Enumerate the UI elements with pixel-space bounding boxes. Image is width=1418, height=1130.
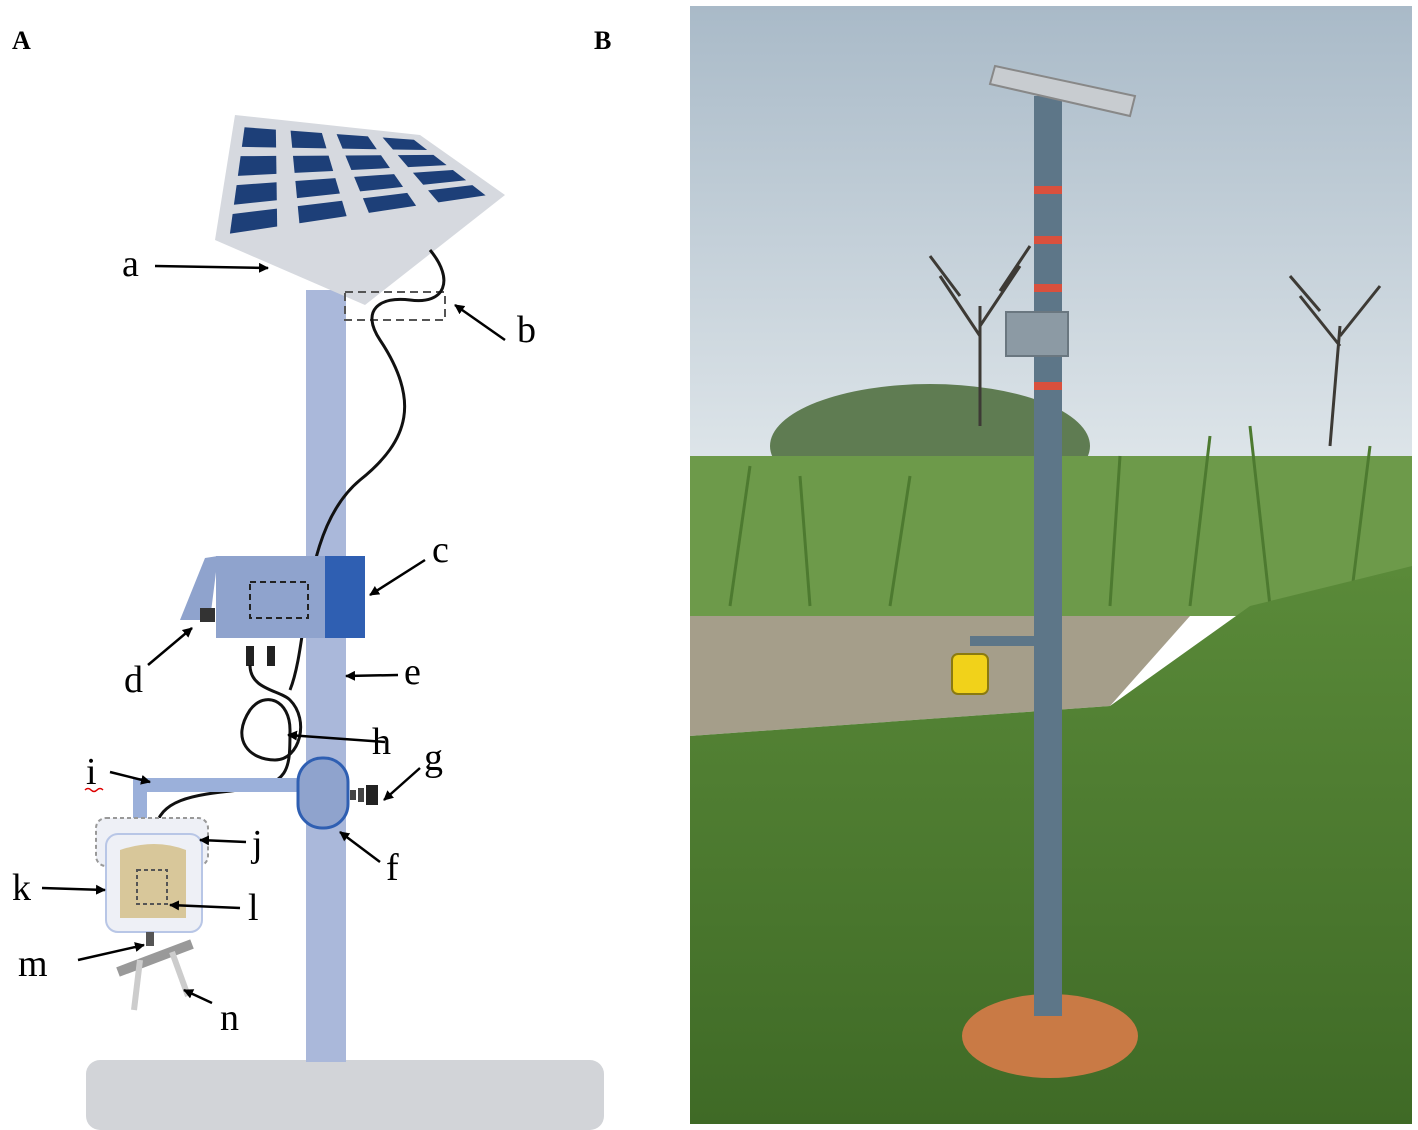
photo-trap-arm: [970, 636, 1036, 646]
solar-cell: [336, 134, 377, 150]
label-g: g: [424, 737, 443, 779]
solar-cell: [362, 192, 417, 213]
solar-cell: [229, 208, 278, 234]
solar-cell: [354, 174, 404, 192]
label-m: m: [18, 943, 48, 985]
solar-cell: [292, 155, 334, 173]
solar-cell: [297, 200, 347, 224]
label-d: d: [124, 659, 143, 701]
camera-lens: [350, 785, 378, 805]
insect-trap: [95, 817, 209, 1011]
solar-cell: [233, 182, 277, 205]
solar-panel: [215, 115, 505, 305]
panel-letter-a: A: [12, 26, 31, 55]
photo-control-box: [1005, 311, 1069, 357]
label-b: b: [517, 309, 536, 351]
pole-band-2: [1034, 236, 1062, 244]
photo-pole: [1034, 96, 1062, 1016]
pole-band-3: [1034, 284, 1062, 292]
panel-letter-b: B: [594, 26, 612, 55]
crop-leaves: [728, 425, 1372, 607]
schematic-diagram: a b c d e f g h i j k l m n: [12, 115, 604, 1130]
photo-solar-panel: [988, 64, 1137, 118]
label-c: c: [432, 529, 449, 571]
dashed-junction-outline: [344, 291, 446, 321]
solar-cell: [290, 130, 327, 149]
ground-base: [86, 1060, 604, 1130]
solar-cell: [382, 137, 428, 151]
label-k: k: [12, 867, 31, 909]
camera-housing: [296, 756, 350, 830]
solar-cell: [412, 169, 467, 185]
soil-patch: [962, 994, 1138, 1078]
label-f: f: [386, 847, 399, 889]
label-j: j: [250, 823, 263, 865]
red-underline: [84, 787, 104, 793]
solar-cell: [428, 185, 486, 203]
solar-cell: [237, 155, 277, 176]
sensor-cable: [153, 664, 303, 831]
label-l: l: [248, 887, 259, 929]
dirt-road: [690, 616, 1190, 736]
photo-yellow-trap: [951, 653, 989, 695]
solar-cell: [345, 155, 390, 171]
label-n: n: [220, 997, 239, 1039]
pole-band-1: [1034, 186, 1062, 194]
callout-arrows: [41, 262, 506, 1005]
control-box: [180, 556, 365, 666]
label-a: a: [122, 243, 139, 285]
label-h: h: [372, 721, 391, 763]
bare-trees: [928, 245, 1382, 447]
solar-cell: [397, 154, 447, 168]
label-i: i: [86, 751, 97, 793]
field-photo: [690, 6, 1412, 1124]
pole: [306, 290, 346, 1062]
solar-cell: [241, 127, 277, 148]
pole-band-4: [1034, 382, 1062, 390]
solar-cell: [295, 178, 340, 199]
label-e: e: [404, 651, 421, 693]
